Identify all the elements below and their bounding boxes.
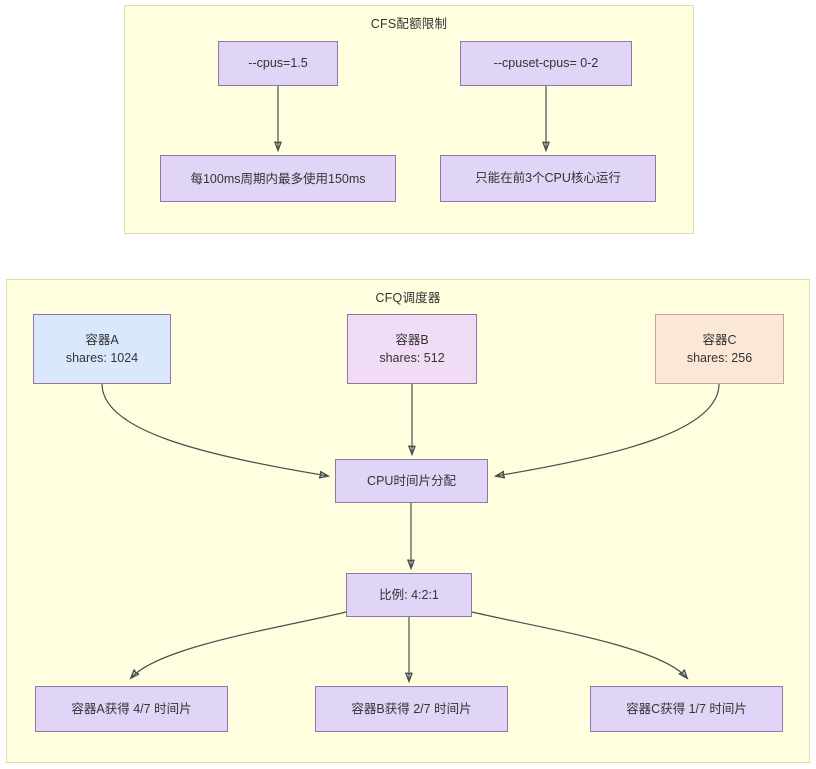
node-container-c-shares: shares: 256 xyxy=(686,351,753,365)
node-container-a[interactable]: 容器A shares: 1024 xyxy=(33,314,171,384)
node-cpus-effect[interactable]: 每100ms周期内最多使用150ms xyxy=(160,155,396,202)
node-ratio-label: 比例: 4:2:1 xyxy=(379,587,439,602)
node-cpus-flag[interactable]: --cpus=1.5 xyxy=(218,41,338,86)
node-container-a-name: 容器A xyxy=(85,332,119,347)
node-cpuset-effect[interactable]: 只能在前3个CPU核心运行 xyxy=(440,155,656,202)
panel-cfs-title: CFS配额限制 xyxy=(370,17,448,31)
node-container-b[interactable]: 容器B shares: 512 xyxy=(347,314,477,384)
node-container-c[interactable]: 容器C shares: 256 xyxy=(655,314,784,384)
node-output-a-label: 容器A获得 4/7 时间片 xyxy=(71,701,192,716)
node-cpu-timeslice-allocation-label: CPU时间片分配 xyxy=(367,473,456,488)
node-output-c[interactable]: 容器C获得 1/7 时间片 xyxy=(590,686,783,732)
node-cpuset-flag-label: --cpuset-cpus= 0-2 xyxy=(493,56,599,71)
node-output-a[interactable]: 容器A获得 4/7 时间片 xyxy=(35,686,228,732)
panel-cfq-title: CFQ调度器 xyxy=(375,291,441,305)
node-output-c-label: 容器C获得 1/7 时间片 xyxy=(626,701,747,716)
node-cpuset-flag[interactable]: --cpuset-cpus= 0-2 xyxy=(460,41,632,86)
node-cpu-timeslice-allocation[interactable]: CPU时间片分配 xyxy=(335,459,488,503)
node-container-a-shares: shares: 1024 xyxy=(65,351,139,365)
node-container-b-shares: shares: 512 xyxy=(379,351,445,365)
node-cpus-effect-label: 每100ms周期内最多使用150ms xyxy=(190,171,366,186)
node-output-b[interactable]: 容器B获得 2/7 时间片 xyxy=(315,686,508,732)
node-container-b-name: 容器B xyxy=(395,332,429,347)
node-output-b-label: 容器B获得 2/7 时间片 xyxy=(351,701,472,716)
node-cpus-flag-label: --cpus=1.5 xyxy=(248,56,308,71)
node-container-c-name: 容器C xyxy=(702,332,737,347)
node-cpuset-effect-label: 只能在前3个CPU核心运行 xyxy=(475,171,621,186)
node-ratio[interactable]: 比例: 4:2:1 xyxy=(346,573,472,617)
